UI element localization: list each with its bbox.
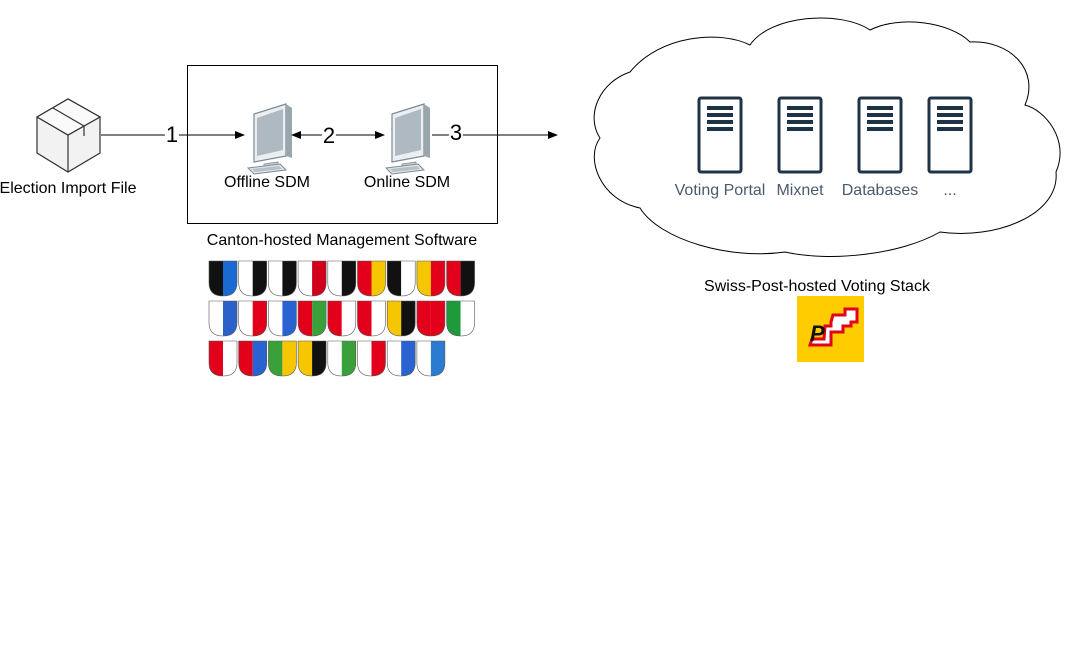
server-label-more: ... <box>943 182 957 199</box>
canton-coat-of-arms-icon <box>268 340 297 377</box>
management-box <box>187 65 498 224</box>
canton-coat-of-arms-icon <box>357 340 386 377</box>
package-box-icon <box>35 98 102 173</box>
server-label-databases: Databases <box>841 182 919 199</box>
canton-coat-of-arms-icon <box>238 300 267 337</box>
canton-coat-of-arms-icon <box>238 260 267 297</box>
canton-coat-of-arms-icon <box>268 300 297 337</box>
canton-coat-of-arms-icon <box>386 340 416 377</box>
step-1-label: 1 <box>164 122 180 147</box>
canton-coat-of-arms-icon <box>327 300 357 337</box>
canton-coat-of-arms-icon <box>357 260 386 297</box>
import-file-label: Election Import File <box>0 180 137 197</box>
cloud-caption: Swiss-Post-hosted Voting Stack <box>704 278 930 295</box>
canton-coat-of-arms-icon <box>238 340 267 377</box>
server-label-mixnet: Mixnet <box>776 182 824 199</box>
server-label-voting-portal: Voting Portal <box>674 182 766 199</box>
server-icon <box>697 96 743 174</box>
canton-coat-of-arms-icon <box>327 340 357 377</box>
canton-coat-of-arms-icon <box>386 260 416 297</box>
server-icon <box>777 96 823 174</box>
canton-coat-of-arms-icon <box>357 300 386 337</box>
canton-coat-of-arms-icon <box>416 300 446 337</box>
canton-coat-of-arms-icon <box>208 260 238 297</box>
canton-coat-of-arms-icon <box>208 300 238 337</box>
canton-coat-of-arms-icon <box>446 260 475 297</box>
canton-coat-of-arms-icon <box>327 260 357 297</box>
canton-coat-of-arms-icon <box>416 260 446 297</box>
canton-coat-of-arms-icon <box>268 260 297 297</box>
swiss-post-logo-icon: P <box>797 296 864 362</box>
canton-flags-grid <box>208 260 475 377</box>
offline-sdm-label: Offline SDM <box>224 174 310 191</box>
desktop-computer-icon <box>247 103 293 175</box>
desktop-computer-icon <box>385 103 431 175</box>
server-icon <box>857 96 903 174</box>
svg-text:P: P <box>810 321 825 346</box>
step-3-label: 3 <box>448 120 464 145</box>
canton-coat-of-arms-icon <box>416 340 446 377</box>
canton-coat-of-arms-icon <box>386 300 416 337</box>
online-sdm-label: Online SDM <box>363 174 451 191</box>
server-icon <box>927 96 973 174</box>
cloud-shape <box>593 17 1061 257</box>
canton-coat-of-arms-icon <box>446 300 475 337</box>
management-caption: Canton-hosted Management Software <box>206 232 478 249</box>
canton-coat-of-arms-icon <box>297 260 327 297</box>
canton-coat-of-arms-icon <box>208 340 238 377</box>
step-2-label: 2 <box>321 123 337 148</box>
canton-coat-of-arms-icon <box>297 340 327 377</box>
canton-coat-of-arms-icon <box>297 300 327 337</box>
